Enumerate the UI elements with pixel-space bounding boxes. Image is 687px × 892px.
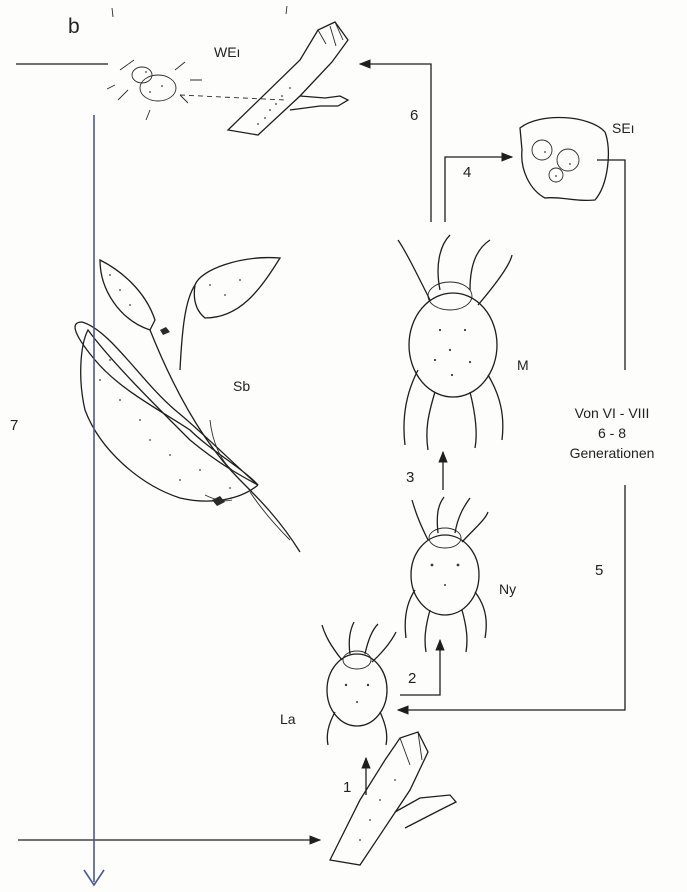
bursting-bud-illustration — [330, 732, 456, 865]
arrow-2-to-nymph — [400, 640, 440, 695]
scan-tick-mark — [112, 8, 113, 17]
label-adult-mite: M — [517, 357, 529, 373]
summer-egg-leaf-illustration — [520, 117, 608, 200]
generations-line-3: Generationen — [570, 445, 655, 461]
nymph-mite-illustration — [405, 497, 488, 652]
scan-tick-mark — [286, 6, 287, 14]
arrow-6-to-winter-egg — [360, 64, 431, 222]
generations-line-1: Von VI - VIII — [575, 405, 650, 421]
arrow-5-to-larva — [398, 485, 625, 710]
label-larva: La — [280, 711, 296, 727]
arrow-number-7: 7 — [10, 417, 18, 434]
arrow-number-1: 1 — [343, 779, 351, 796]
label-summer-egg: SEı — [612, 120, 635, 136]
adult-mite-illustration — [398, 235, 512, 450]
generations-line-2: 6 - 8 — [598, 425, 626, 441]
arrow-number-4: 4 — [463, 164, 471, 181]
larva-mite-illustration — [322, 622, 396, 745]
label-winter-egg: WEı — [214, 44, 240, 60]
arrow-4-to-summer-egg — [445, 157, 512, 222]
label-nymph: Ny — [499, 581, 516, 597]
arrow-number-2: 2 — [408, 670, 416, 687]
arrow-number-3: 3 — [406, 469, 414, 486]
overlay-down-arrow — [84, 115, 104, 885]
panel-letter: b — [68, 15, 80, 38]
label-damaged-shoot: Sb — [233, 378, 250, 394]
winter-egg-twig-illustration — [107, 22, 348, 135]
arrow-number-6: 6 — [410, 107, 418, 124]
damaged-shoot-illustration — [75, 258, 300, 552]
arrow-number-5: 5 — [595, 562, 603, 579]
